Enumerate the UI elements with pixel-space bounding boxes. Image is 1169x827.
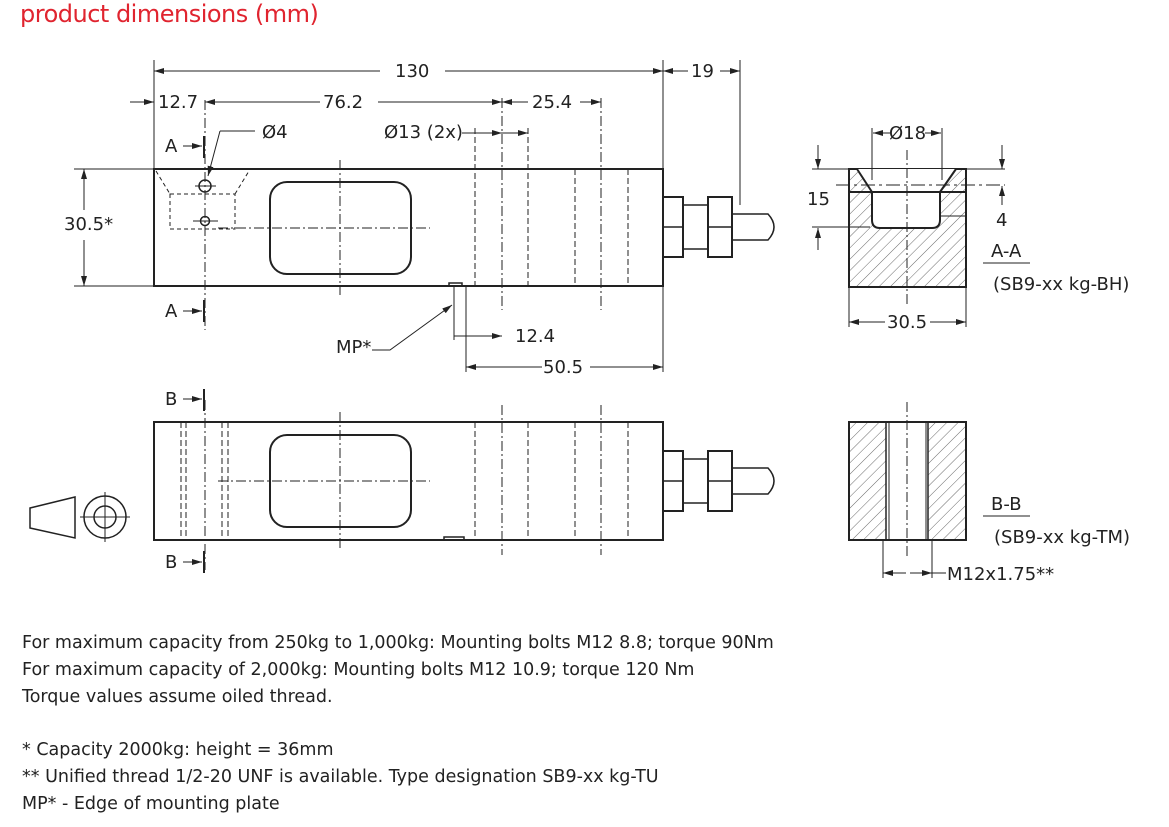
notes: For maximum capacity from 250kg to 1,000… — [22, 630, 774, 818]
dim-counterbore: Ø18 — [889, 123, 926, 144]
section-variant-b-b: (SB9-xx kg-TM) — [994, 527, 1130, 548]
note-line: MP* - Edge of mounting plate — [22, 794, 280, 814]
dim-depth-4: 4 — [996, 210, 1007, 231]
dim-cable-gland: 19 — [691, 61, 714, 82]
section-variant-a-a: (SB9-xx kg-BH) — [993, 274, 1129, 295]
dim-bolt-pitch: 25.4 — [532, 92, 572, 113]
dim-mp-offset: 12.4 — [515, 326, 555, 347]
top-view — [74, 60, 775, 372]
dim-overall-length: 130 — [395, 61, 429, 82]
note-line: ** Unified thread 1/2-20 UNF is availabl… — [22, 767, 659, 787]
section-marker-a-top: A — [165, 136, 178, 157]
note-line: * Capacity 2000kg: height = 36mm — [22, 740, 334, 760]
section-marker-a-bottom: A — [165, 301, 178, 322]
note-line: For maximum capacity of 2,000kg: Mountin… — [22, 660, 695, 680]
section-label-a-a: A-A — [991, 241, 1022, 262]
section-b-b — [848, 402, 1030, 578]
note-line: For maximum capacity from 250kg to 1,000… — [22, 633, 774, 653]
section-marker-b-bottom: B — [165, 552, 177, 573]
dim-end-offset: 12.7 — [158, 92, 198, 113]
page-title: product dimensions (mm) — [20, 0, 319, 28]
dim-mp-to-end: 50.5 — [543, 357, 583, 378]
dim-width: 30.5 — [887, 312, 927, 333]
dim-bolt-holes: Ø13 (2x) — [384, 122, 463, 143]
label-mp: MP* — [336, 337, 371, 358]
load-cell-body — [153, 168, 664, 287]
bottom-view — [153, 389, 775, 573]
section-marker-b-top: B — [165, 389, 177, 410]
section-label-b-b: B-B — [991, 494, 1022, 515]
dim-small-hole: Ø4 — [262, 122, 288, 143]
section-a-a — [812, 128, 1030, 327]
dim-hole-spacing: 76.2 — [323, 92, 363, 113]
dim-thread: M12x1.75** — [947, 564, 1054, 585]
end-view-icon — [29, 492, 130, 542]
note-line: Torque values assume oiled thread. — [22, 687, 333, 707]
dim-height: 30.5* — [64, 214, 113, 235]
dim-depth-15: 15 — [807, 189, 830, 210]
